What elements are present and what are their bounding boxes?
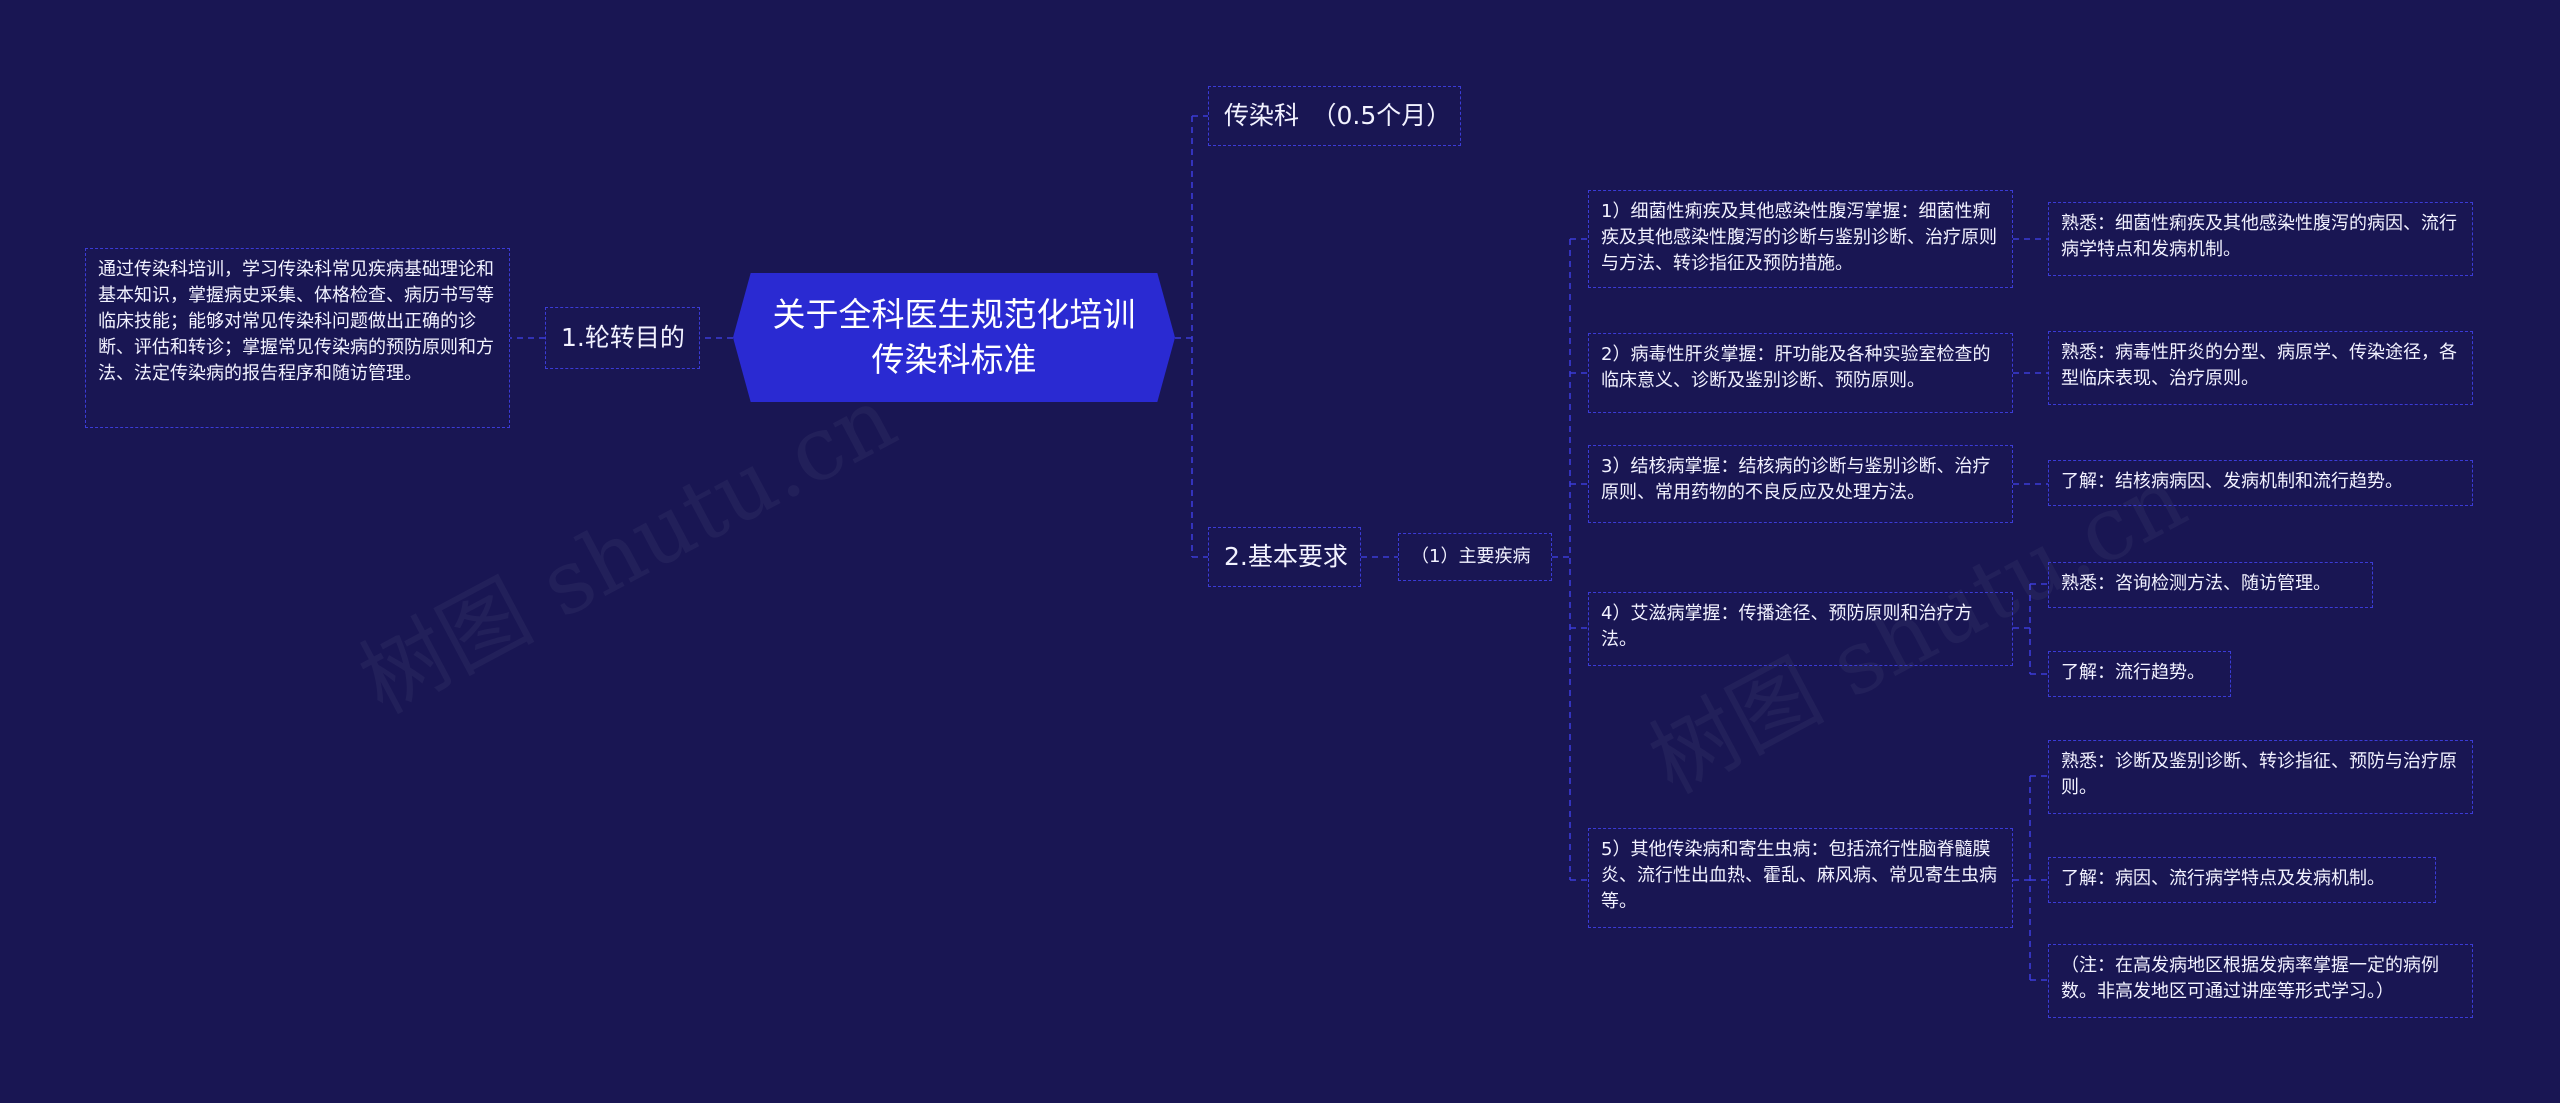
node-text: 了解：流行趋势。 bbox=[2061, 662, 2205, 683]
root-title-line2: 传染科标准 bbox=[871, 339, 1037, 379]
branch-department[interactable]: 传染科 （0.5个月） bbox=[1208, 86, 1461, 146]
leaf-node[interactable]: （注：在高发病地区根据发病率掌握一定的病例数。非高发地区可通过讲座等形式学习。） bbox=[2048, 944, 2473, 1018]
node-text: 熟悉：细菌性痢疾及其他感染性腹泻的病因、流行病学特点和发病机制。 bbox=[2061, 213, 2457, 261]
branch-rotation-purpose[interactable]: 1.轮转目的 bbox=[545, 307, 700, 369]
rotation-purpose-text[interactable]: 通过传染科培训，学习传染科常见疾病基础理论和基本知识，掌握病史采集、体格检查、病… bbox=[85, 248, 510, 428]
root-topic[interactable]: 关于全科医生规范化培训 传染科标准 bbox=[733, 273, 1175, 402]
node-text: 了解：病因、流行病学特点及发病机制。 bbox=[2061, 868, 2385, 889]
node-text: （注：在高发病地区根据发病率掌握一定的病例数。非高发地区可通过讲座等形式学习。） bbox=[2061, 955, 2439, 1003]
branch-label: 2.基本要求 bbox=[1224, 541, 1348, 571]
branch-label: 传染科 （0.5个月） bbox=[1224, 100, 1452, 130]
node-text: 4）艾滋病掌握：传播途径、预防原则和治疗方法。 bbox=[1601, 603, 1973, 651]
disease-node-hepatitis[interactable]: 2）病毒性肝炎掌握：肝功能及各种实验室检查的临床意义、诊断及鉴别诊断、预防原则。 bbox=[1588, 333, 2013, 413]
node-text: 3）结核病掌握：结核病的诊断与鉴别诊断、治疗原则、常用药物的不良反应及处理方法。 bbox=[1601, 456, 1991, 504]
leaf-node[interactable]: 熟悉：诊断及鉴别诊断、转诊指征、预防与治疗原则。 bbox=[2048, 740, 2473, 814]
branch-label: 1.轮转目的 bbox=[561, 322, 685, 352]
disease-node-tuberculosis[interactable]: 3）结核病掌握：结核病的诊断与鉴别诊断、治疗原则、常用药物的不良反应及处理方法。 bbox=[1588, 445, 2013, 523]
disease-node-other[interactable]: 5）其他传染病和寄生虫病：包括流行性脑脊髓膜炎、流行性出血热、霍乱、麻风病、常见… bbox=[1588, 828, 2013, 928]
node-text: 熟悉：诊断及鉴别诊断、转诊指征、预防与治疗原则。 bbox=[2061, 751, 2457, 799]
leaf-node[interactable]: 了解：结核病病因、发病机制和流行趋势。 bbox=[2048, 460, 2473, 506]
node-text: 2）病毒性肝炎掌握：肝功能及各种实验室检查的临床意义、诊断及鉴别诊断、预防原则。 bbox=[1601, 344, 1991, 392]
main-diseases-node[interactable]: （1）主要疾病 bbox=[1398, 533, 1552, 581]
leaf-node[interactable]: 熟悉：病毒性肝炎的分型、病原学、传染途径，各型临床表现、治疗原则。 bbox=[2048, 331, 2473, 405]
node-text: 通过传染科培训，学习传染科常见疾病基础理论和基本知识，掌握病史采集、体格检查、病… bbox=[98, 259, 494, 385]
branch-basic-requirements[interactable]: 2.基本要求 bbox=[1208, 527, 1361, 587]
disease-node-dysentery[interactable]: 1）细菌性痢疾及其他感染性腹泻掌握：细菌性痢疾及其他感染性腹泻的诊断与鉴别诊断、… bbox=[1588, 190, 2013, 288]
leaf-node[interactable]: 熟悉：细菌性痢疾及其他感染性腹泻的病因、流行病学特点和发病机制。 bbox=[2048, 202, 2473, 276]
disease-node-aids[interactable]: 4）艾滋病掌握：传播途径、预防原则和治疗方法。 bbox=[1588, 592, 2013, 666]
leaf-node[interactable]: 熟悉：咨询检测方法、随访管理。 bbox=[2048, 562, 2373, 608]
node-label: （1）主要疾病 bbox=[1411, 545, 1531, 567]
node-text: 5）其他传染病和寄生虫病：包括流行性脑脊髓膜炎、流行性出血热、霍乱、麻风病、常见… bbox=[1601, 839, 1997, 913]
node-text: 熟悉：病毒性肝炎的分型、病原学、传染途径，各型临床表现、治疗原则。 bbox=[2061, 342, 2457, 390]
node-text: 了解：结核病病因、发病机制和流行趋势。 bbox=[2061, 471, 2403, 492]
leaf-node[interactable]: 了解：流行趋势。 bbox=[2048, 651, 2231, 697]
leaf-node[interactable]: 了解：病因、流行病学特点及发病机制。 bbox=[2048, 857, 2436, 903]
node-text: 1）细菌性痢疾及其他感染性腹泻掌握：细菌性痢疾及其他感染性腹泻的诊断与鉴别诊断、… bbox=[1601, 201, 1997, 275]
node-text: 熟悉：咨询检测方法、随访管理。 bbox=[2061, 573, 2331, 594]
root-title-line1: 关于全科医生规范化培训 bbox=[772, 294, 1136, 334]
